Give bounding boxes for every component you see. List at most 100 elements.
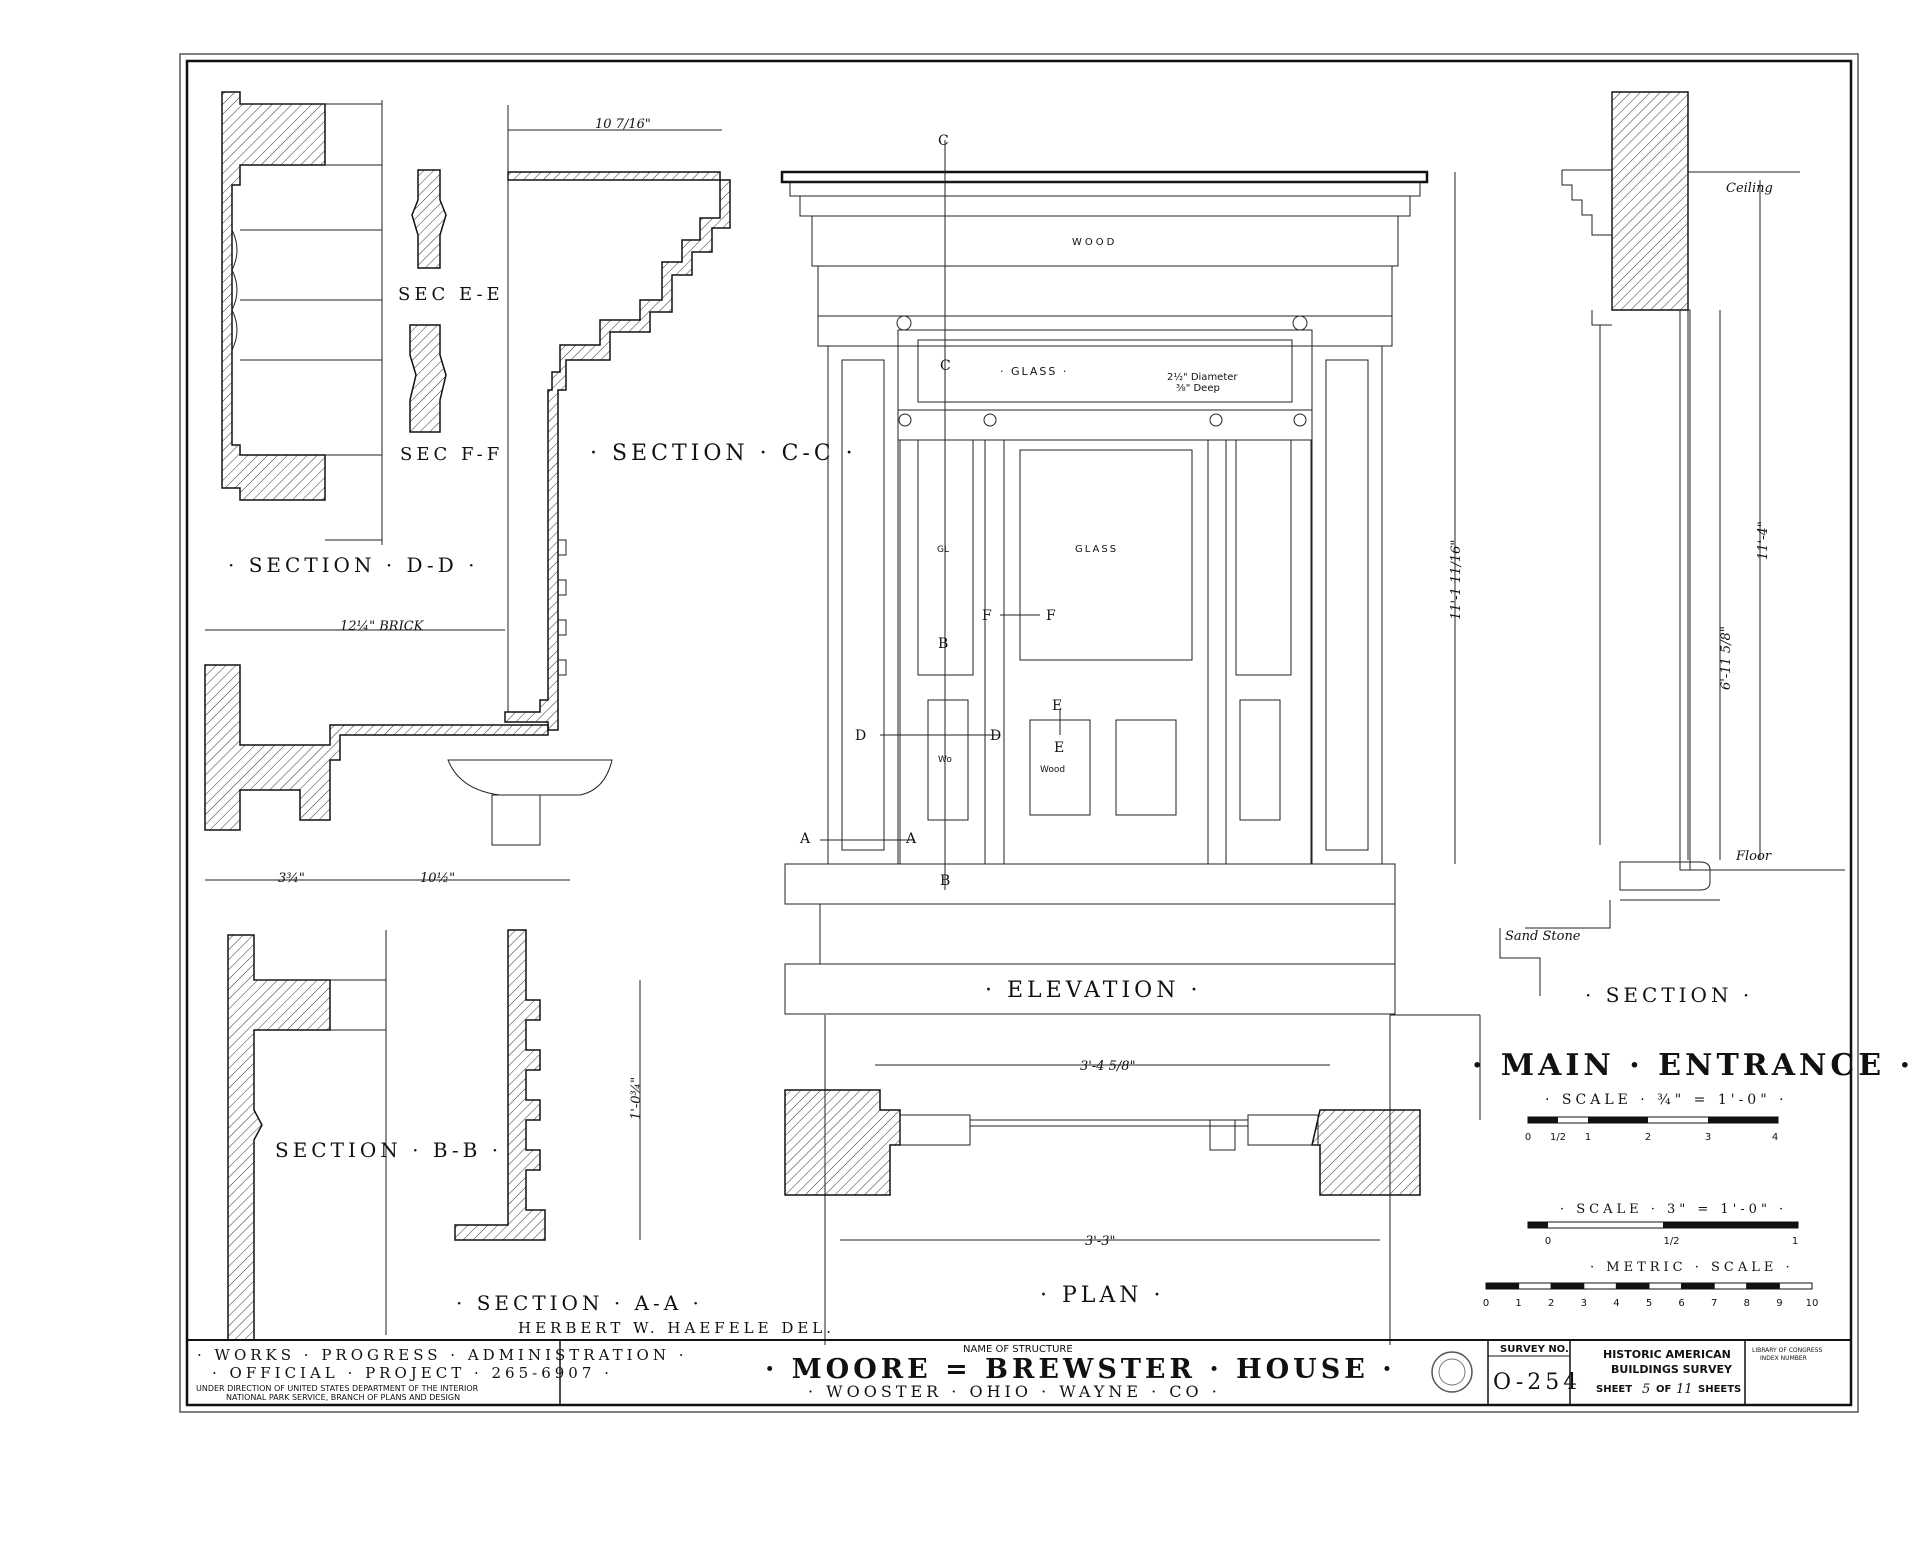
depth-dim: 1'-0¾" (629, 1077, 644, 1120)
mark-f-left: F (982, 608, 996, 624)
scale-tick-label: 6 (1678, 1298, 1684, 1309)
habs-line-1: HISTORIC AMERICAN (1603, 1348, 1731, 1361)
mark-b-bottom: B (940, 873, 954, 889)
mark-c-mid: C (940, 358, 955, 374)
plan-lower-dim: 3'-3" (1085, 1234, 1116, 1249)
plan-drawing (784, 1014, 1481, 1345)
metric-scale-label: · METRIC · SCALE · (1590, 1260, 1794, 1275)
door-height-dim: 6'-11 5/8" (1719, 626, 1734, 690)
section-right-drawing (1499, 91, 1845, 996)
section-height-dim: 11'-4" (1756, 521, 1771, 560)
plan-label: · PLAN · (1040, 1283, 1165, 1308)
scale-tick-label: 10 (1806, 1298, 1819, 1309)
scale-tick-label: 1/2 (1550, 1132, 1566, 1143)
habs-line-2: BUILDINGS SURVEY (1611, 1363, 1733, 1376)
deep-label: ⅜" Deep (1176, 383, 1220, 394)
scale-bar-1 (1527, 1116, 1779, 1124)
sheet-total: 11 (1676, 1382, 1693, 1397)
wpa-line-3: UNDER DIRECTION OF UNITED STATES DEPARTM… (196, 1384, 479, 1393)
section-ff-label: SEC F-F (400, 444, 503, 465)
section-cc-drawing (504, 105, 731, 731)
wpa-line-1: · WORKS · PROGRESS · ADMINISTRATION · (197, 1346, 688, 1364)
title-block (187, 1339, 1851, 1405)
scale-tick-label: 7 (1711, 1298, 1717, 1309)
section-ee-label: SEC E-E (398, 284, 504, 305)
scale-tick-label: 1 (1515, 1298, 1521, 1309)
metric-scale-segment (1518, 1282, 1552, 1290)
wpa-line-4: NATIONAL PARK SERVICE, BRANCH OF PLANS A… (226, 1393, 460, 1402)
metric-scale-segment (1615, 1282, 1650, 1290)
delineator: HERBERT W. HAEFELE DEL. (518, 1319, 835, 1337)
scale-tick-label: 1 (1792, 1236, 1798, 1247)
scale-1-ticks: 0 1/2 1 2 3 4 (1525, 1132, 1778, 1143)
scale-2-label: · SCALE · 3" = 1'-0" · (1560, 1202, 1787, 1217)
section-ff-drawing (409, 324, 447, 433)
mark-c-top: C (938, 133, 953, 149)
mark-d-left: D (855, 728, 870, 744)
structure-name-label: NAME OF STRUCTURE (963, 1344, 1073, 1355)
wpa-line-2: · OFFICIAL · PROJECT · 265-6907 · (212, 1364, 613, 1382)
survey-no: O-254 (1493, 1370, 1581, 1395)
metric-scale-segment (1746, 1282, 1780, 1290)
sheet-of: OF (1656, 1384, 1671, 1395)
section-cc-label: · SECTION · C-C · (590, 441, 857, 466)
ceiling-label: Ceiling (1726, 181, 1773, 196)
inner-border (185, 59, 1853, 1407)
section-right-label: · SECTION · (1585, 983, 1753, 1007)
mark-a-left: A (799, 831, 814, 847)
section-bb-drawing (227, 930, 387, 1341)
mark-e-top: E (1052, 698, 1066, 714)
scale-tick-label: 4 (1613, 1298, 1619, 1309)
mark-d-right: D (990, 728, 1005, 744)
metric-scale-segment (1778, 1282, 1813, 1290)
scale-tick-label: 3 (1705, 1132, 1711, 1143)
mark-b-top: B (938, 636, 952, 652)
scale-tick-label: 8 (1744, 1298, 1750, 1309)
elevation-drawing (780, 140, 1456, 1015)
structure-name: · MOORE = BREWSTER · HOUSE · (765, 1354, 1396, 1385)
section-dd-drawing (221, 91, 383, 545)
scale-tick-label: 9 (1776, 1298, 1782, 1309)
wood-top-label: WOOD (1072, 237, 1117, 248)
main-entrance-title: · MAIN · ENTRANCE · (1472, 1048, 1914, 1083)
scale-tick-label: 1 (1585, 1132, 1591, 1143)
metric-scale-segment (1550, 1282, 1585, 1290)
scale-tick-label: 3 (1581, 1298, 1587, 1309)
scale-tick-label: 0 (1525, 1132, 1531, 1143)
scale-tick-label: 0 (1483, 1298, 1489, 1309)
metric-scale-segment (1583, 1282, 1617, 1290)
structure-location: · WOOSTER · OHIO · WAYNE · CO · (808, 1382, 1221, 1401)
gl-label: GL (937, 545, 949, 555)
metric-scale-segment (1681, 1282, 1715, 1290)
section-aa-label: · SECTION · A-A · (456, 1291, 703, 1315)
side-a-dim: 3¾" (278, 871, 305, 886)
sheets-label: SHEETS (1698, 1384, 1741, 1395)
elevation-label: · ELEVATION · (985, 978, 1201, 1003)
scale-tick-label: 2 (1645, 1132, 1651, 1143)
floor-label: Floor (1735, 849, 1772, 864)
sheet-no: 5 (1642, 1382, 1650, 1397)
dim-top-width: 10 7/16" (595, 117, 651, 132)
scale-tick-label: 1/2 (1663, 1236, 1679, 1247)
outer-border (179, 53, 1859, 1413)
loc-line-2: INDEX NUMBER (1760, 1355, 1807, 1362)
glass-transom-label: · GLASS · (1000, 365, 1068, 378)
metric-scale-segment (1648, 1282, 1683, 1290)
survey-no-label: SURVEY NO. (1500, 1344, 1569, 1355)
mark-a-right: A (905, 831, 920, 847)
wood-panel-label: Wood (1040, 765, 1065, 775)
wall-plan-drawing (204, 664, 613, 881)
glass-main-label: GLASS (1075, 544, 1118, 555)
section-bb-label: SECTION · B-B · (275, 1138, 502, 1162)
scale-tick-label: 4 (1772, 1132, 1778, 1143)
plan-main-dim: 3'-4 5/8" (1080, 1059, 1136, 1074)
section-ee-drawing (411, 169, 447, 269)
sandstone-label: Sand Stone (1505, 929, 1581, 944)
scale-tick-label: 5 (1646, 1298, 1652, 1309)
metric-scale-segment (1713, 1282, 1748, 1290)
loc-line-1: LIBRARY OF CONGRESS (1752, 1347, 1823, 1354)
metric-scale-segment (1485, 1282, 1520, 1290)
